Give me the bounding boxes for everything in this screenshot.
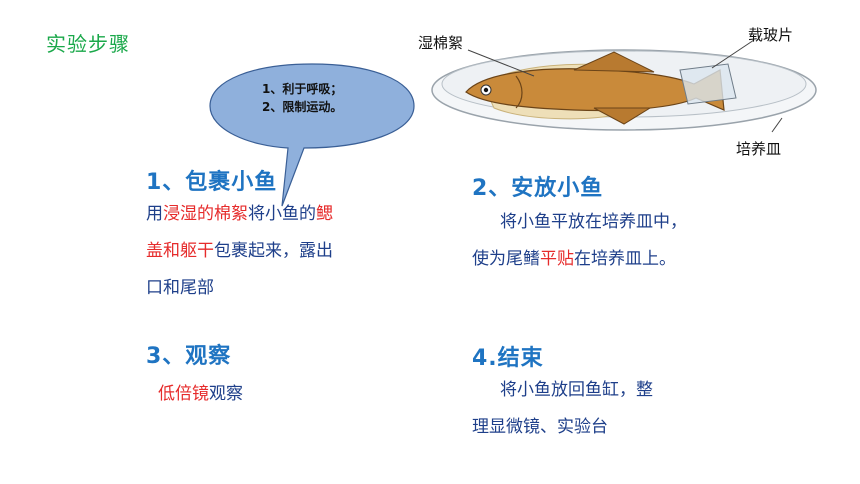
step1-body: 用浸湿的棉絮将小鱼的鳃 盖和躯干包裹起来，露出 口和尾部 [146, 196, 396, 307]
page-title: 实验步骤 [46, 32, 130, 56]
label-wet-cotton: 湿棉絮 [418, 34, 464, 52]
step2-text: 使为尾鳍 [472, 249, 540, 269]
step1-highlight-cotton: 浸湿的棉絮 [163, 204, 248, 224]
step1-highlight-body: 盖和躯干 [146, 241, 214, 261]
step1-line-1: 用浸湿的棉絮将小鱼的鳃 [146, 196, 396, 233]
bubble-text: 1、利于呼吸； 2、限制运动。 [262, 80, 402, 116]
step1-text: 包裹起来，露出 [214, 241, 333, 261]
step2-body: 将小鱼平放在培养皿中， 使为尾鳍平贴在培养皿上。 [472, 204, 802, 278]
speech-bubble [209, 63, 415, 207]
fish-petri-dish-illustration [431, 39, 817, 133]
step1-text: 口和尾部 [146, 278, 214, 298]
step3-text: 观察 [209, 384, 243, 404]
step3-heading: 3、观察 [146, 344, 232, 369]
step1-line-3: 口和尾部 [146, 270, 396, 307]
step2-line-1: 将小鱼平放在培养皿中， [500, 212, 687, 232]
bubble-line-1: 1、利于呼吸； [262, 82, 343, 96]
step2-text: 在培养皿上。 [574, 249, 676, 269]
step2-highlight-flat: 平贴 [540, 249, 574, 269]
step1-highlight-gill: 鳃 [316, 204, 333, 224]
label-glass-slide: 载玻片 [748, 26, 794, 44]
step3-body: 低倍镜观察 [158, 376, 243, 413]
label-petri-dish: 培养皿 [736, 140, 782, 158]
step1-line-2: 盖和躯干包裹起来，露出 [146, 233, 396, 270]
step4-line-1: 将小鱼放回鱼缸，整 [500, 380, 653, 400]
step4-body: 将小鱼放回鱼缸，整 理显微镜、实验台 [472, 372, 802, 446]
step4-heading: 4.结束 [472, 346, 544, 371]
step2-line-2: 使为尾鳍平贴在培养皿上。 [472, 241, 802, 278]
step4-line-2: 理显微镜、实验台 [472, 417, 608, 437]
step1-heading: 1、包裹小鱼 [146, 170, 278, 195]
step2-heading: 2、安放小鱼 [472, 176, 604, 201]
step1-text: 将小鱼的 [248, 204, 316, 224]
step1-text: 用 [146, 204, 163, 224]
step3-highlight-lowpower: 低倍镜 [158, 384, 209, 404]
bubble-line-2: 2、限制运动。 [262, 100, 343, 114]
